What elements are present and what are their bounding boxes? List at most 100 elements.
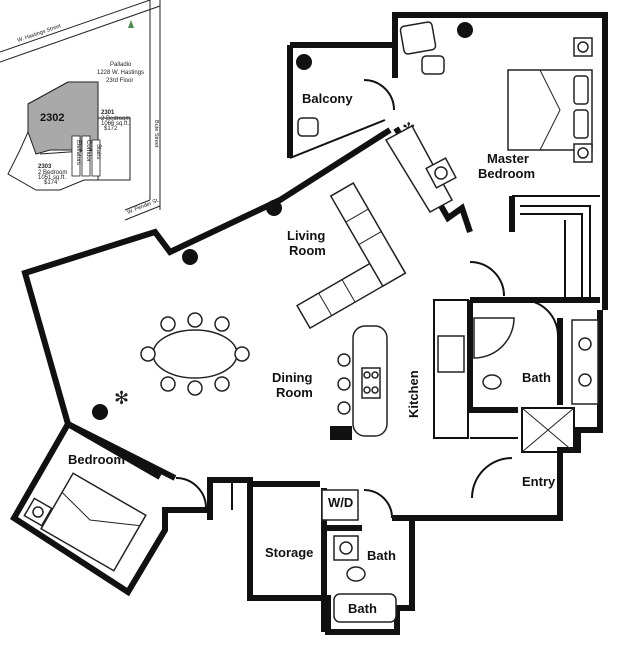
room-label-master-bedroom: Bedroom <box>478 166 535 181</box>
wall <box>21 127 392 425</box>
sofa-seam <box>358 231 382 245</box>
kitchen-sink <box>437 335 465 373</box>
street-line <box>0 5 161 63</box>
sofa-seat <box>329 182 407 288</box>
room-label-master-bath: Bath <box>522 370 551 385</box>
unit-2302-label: 2302 <box>40 112 64 124</box>
tub-label: Bath <box>348 601 377 616</box>
lamp-icon <box>434 166 448 180</box>
burner <box>363 386 371 394</box>
stool <box>337 377 351 391</box>
unit-2303-detail: $174 <box>44 180 58 186</box>
chair <box>187 312 203 328</box>
street-line <box>124 199 151 211</box>
shower <box>521 407 575 453</box>
door-swing <box>471 457 513 499</box>
room-label-bath: Bath <box>367 548 396 563</box>
burner <box>371 386 379 394</box>
washer-dryer <box>321 489 359 521</box>
dining-chairs <box>140 312 250 396</box>
lamp-icon <box>577 147 589 159</box>
unit-2301-detail: 2 Bedroom <box>101 116 130 122</box>
sofa-seam <box>345 208 369 223</box>
stool <box>337 353 351 367</box>
building-address: 1228 W. Hastings <box>97 70 144 76</box>
unit-2301-label: 2301 <box>101 110 115 116</box>
toilet <box>482 374 502 390</box>
building-name: Palladio <box>110 62 132 68</box>
door-swing <box>363 489 393 519</box>
sink <box>578 337 592 351</box>
bed <box>40 472 147 572</box>
balcony-rail <box>289 119 386 159</box>
pillow <box>573 109 589 139</box>
wall <box>290 12 608 310</box>
unit-2303-label: 2303 <box>38 164 52 170</box>
kitchen-counter <box>433 299 469 439</box>
doors <box>175 79 560 519</box>
sink <box>578 373 592 387</box>
sectional-sofa <box>296 182 407 330</box>
sink <box>339 541 353 555</box>
corner-tub <box>473 317 515 359</box>
core-label: Elevators <box>75 140 81 165</box>
door-swing <box>519 298 560 337</box>
dining-table <box>152 329 238 379</box>
credenza <box>384 124 454 214</box>
chair <box>160 376 176 392</box>
core-corridor <box>81 135 91 177</box>
street-line <box>0 0 151 53</box>
unit-2301-detail: 1066 sq.ft. <box>101 121 129 127</box>
core-label: Stairs <box>95 144 101 159</box>
furniture: ✻ ✻ <box>23 21 599 623</box>
door-swing <box>363 79 395 111</box>
key-plan: W. Hastings Street Bute Street W. Pender… <box>0 0 161 221</box>
closet <box>520 205 591 301</box>
wall <box>207 310 603 635</box>
door-swing <box>469 261 505 297</box>
room-label-dining-room: Room <box>276 385 313 400</box>
room-label-entry: Entry <box>522 474 556 489</box>
street-label-top: W. Hastings Street <box>17 23 62 44</box>
toilet <box>346 566 366 582</box>
vanity <box>571 319 599 405</box>
exterior-walls <box>9 12 608 635</box>
fridge-block <box>330 426 352 440</box>
chair <box>234 346 250 362</box>
chair <box>160 316 176 332</box>
burner <box>363 371 371 379</box>
bed-sheet <box>539 69 561 151</box>
shower-x <box>521 407 575 453</box>
plant-icon: ✻ <box>114 388 129 408</box>
bed-sheet <box>61 491 140 527</box>
pillow <box>573 75 589 105</box>
street-line <box>124 205 161 221</box>
building-floor: 23rd Floor <box>106 78 133 84</box>
washer-dryer-label: W/D <box>328 495 353 510</box>
column <box>457 22 473 38</box>
room-label-kitchen: Kitchen <box>406 370 421 418</box>
chair <box>214 316 230 332</box>
column <box>92 404 108 420</box>
lamp-icon <box>577 41 589 53</box>
columns <box>92 22 473 420</box>
room-label-storage: Storage <box>265 545 313 560</box>
room-label-living-room: Room <box>289 243 326 258</box>
lamp-icon <box>32 506 44 518</box>
column <box>296 54 312 70</box>
wall <box>66 421 177 481</box>
stool <box>337 401 351 415</box>
room-label-living: Living <box>287 228 325 243</box>
sofa-seam <box>341 279 356 303</box>
room-label-balcony: Balcony <box>302 91 353 106</box>
column <box>266 200 282 216</box>
core-label: Corridor <box>85 140 91 162</box>
burner <box>371 371 379 379</box>
chair <box>187 380 203 396</box>
room-label-dining: Dining <box>272 370 312 385</box>
chair <box>214 376 230 392</box>
street-label-right: Bute Street <box>153 120 159 148</box>
unit-2303-detail: 1051 sq.ft. <box>38 175 66 181</box>
sofa-seam <box>318 292 333 316</box>
